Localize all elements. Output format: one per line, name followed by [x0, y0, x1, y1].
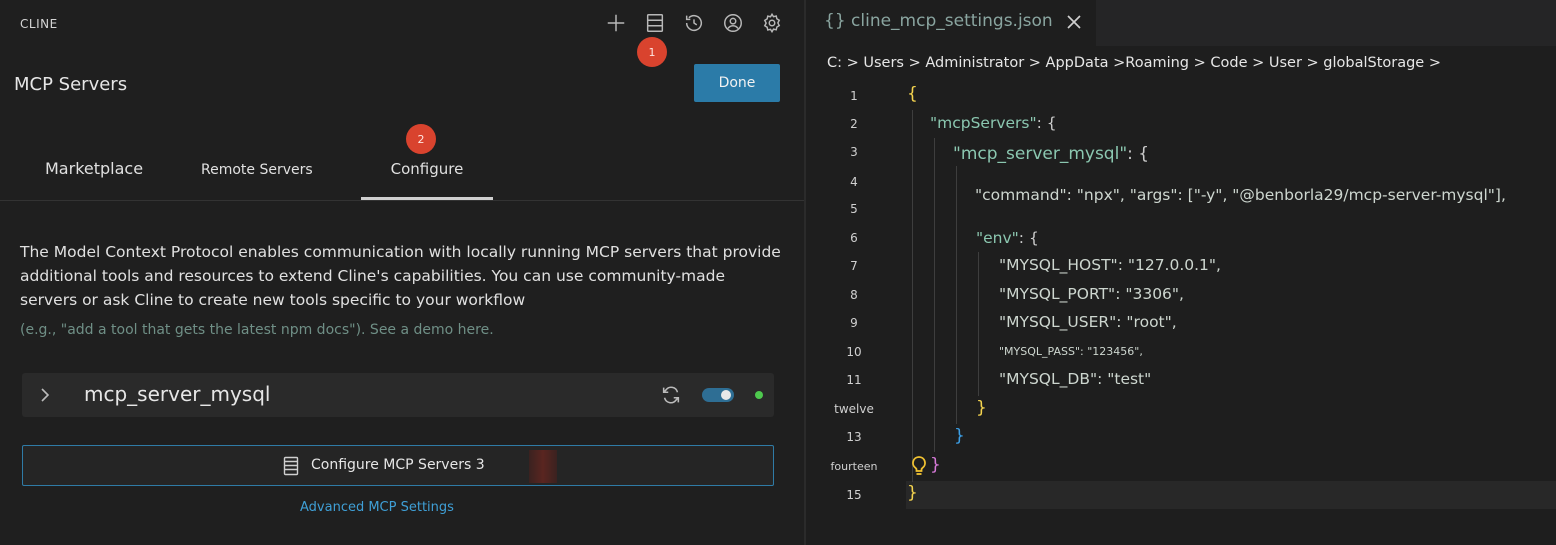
advanced-mcp-settings-link[interactable]: Advanced MCP Settings — [300, 500, 454, 515]
page-title: MCP Servers — [14, 74, 128, 95]
code-brace: } — [907, 483, 918, 503]
code-text: "command": "npx", "args": ["-y", "@benbo… — [975, 186, 1506, 204]
annotation-badge-1: 1 — [637, 37, 667, 67]
code-text: "MYSQL_PASS": "123456", — [999, 345, 1143, 358]
active-tab-indicator — [361, 197, 493, 200]
code-line[interactable]: } — [907, 483, 918, 503]
toolbar — [596, 8, 791, 38]
history-icon[interactable] — [674, 8, 713, 38]
code-line[interactable]: "mcp_server_mysql": { — [953, 144, 1149, 164]
line-number: 8 — [850, 288, 858, 302]
server-name: mcp_server_mysql — [84, 382, 271, 406]
description: The Model Context Protocol enables commu… — [20, 240, 790, 312]
close-icon[interactable] — [1064, 12, 1084, 32]
tab-marketplace[interactable]: Marketplace — [45, 159, 144, 178]
line-number: 3 — [850, 145, 858, 159]
code-value: : "root", — [1116, 313, 1177, 331]
code-line[interactable]: { — [907, 84, 918, 104]
line-number: 5 — [850, 202, 858, 216]
code-line[interactable]: "command": "npx", "args": ["-y", "@benbo… — [975, 186, 1506, 204]
code-line[interactable]: "mcpServers": { — [930, 114, 1057, 132]
editor-tab-name: {} cline_mcp_settings.json — [824, 11, 1053, 31]
line-number: 2 — [850, 117, 858, 131]
code-line[interactable]: "MYSQL_HOST": "127.0.0.1", — [999, 256, 1221, 274]
code-line[interactable]: "MYSQL_PORT": "3306", — [999, 285, 1184, 303]
code-key: "mcpServers" — [930, 114, 1037, 132]
tabs-divider — [0, 200, 804, 201]
refresh-icon[interactable] — [660, 384, 682, 406]
panel-divider — [804, 0, 806, 545]
code-key: "env" — [976, 229, 1019, 247]
cline-panel: CLINE 1 MCP Servers Done Marketplace Rem… — [0, 8, 804, 515]
code-key: "MYSQL_DB" — [999, 370, 1098, 388]
line-number: 15 — [846, 488, 862, 502]
app-title: CLINE — [20, 17, 58, 31]
code-line[interactable]: } — [976, 398, 987, 418]
code-brace: { — [907, 84, 918, 104]
code-brace: } — [930, 455, 941, 475]
code-line[interactable]: "MYSQL_USER": "root", — [999, 313, 1177, 331]
code-brace: } — [976, 398, 987, 418]
code-key: "MYSQL_PORT" — [999, 285, 1116, 303]
description-line: The Model Context Protocol enables commu… — [20, 243, 781, 261]
status-dot — [755, 391, 763, 399]
code-key: "MYSQL_USER" — [999, 313, 1117, 331]
indent-guide — [934, 138, 935, 452]
code-line[interactable]: "env": { — [976, 229, 1039, 247]
code-key: "mcp_server_mysql" — [953, 144, 1128, 164]
line-number: 7 — [850, 259, 858, 273]
breadcrumb[interactable]: C: > Users > Administrator > AppData >Ro… — [827, 55, 1441, 71]
line-number: 11 — [846, 373, 862, 387]
description-line: additional tools and resources to extend… — [20, 267, 726, 285]
line-number: twelve — [834, 402, 874, 416]
line-number: 6 — [850, 231, 858, 245]
line-number: 1 — [850, 89, 858, 103]
server-toggle[interactable] — [702, 388, 734, 402]
done-button[interactable]: Done — [694, 64, 780, 102]
line-number: 4 — [850, 175, 858, 189]
description-line: servers or ask Cline to create new tools… — [20, 291, 526, 309]
code-punct: : { — [1127, 144, 1150, 164]
code-key: "MYSQL_HOST" — [999, 256, 1118, 274]
server-row[interactable]: mcp_server_mysql — [22, 373, 774, 417]
code-brace: } — [954, 426, 965, 446]
example-text: (e.g., "add a tool that gets the latest … — [20, 322, 494, 338]
editor-tab[interactable]: {} cline_mcp_settings.json — [806, 0, 1096, 46]
indent-guide — [912, 110, 913, 482]
code-punct: : { — [1036, 114, 1057, 132]
gear-icon[interactable] — [752, 8, 791, 38]
code-value: : "test" — [1097, 370, 1152, 388]
current-line-highlight — [906, 481, 1556, 509]
line-number: 9 — [850, 316, 858, 330]
code-line[interactable]: } — [930, 455, 941, 475]
code-punct: : { — [1018, 229, 1039, 247]
line-number: fourteen — [830, 460, 878, 473]
servers-icon — [283, 456, 299, 476]
code-line[interactable]: } — [954, 426, 965, 446]
code-value: : "3306", — [1115, 285, 1184, 303]
editor-panel: {} cline_mcp_settings.json C: > Users > … — [806, 0, 1556, 545]
code-value: : "127.0.0.1", — [1117, 256, 1221, 274]
lightbulb-icon[interactable] — [910, 455, 928, 477]
toggle-knob — [721, 390, 731, 400]
redacted-mark — [529, 450, 557, 483]
configure-mcp-servers-button[interactable]: Configure MCP Servers 3 — [22, 445, 774, 486]
plus-icon[interactable] — [596, 8, 635, 38]
editor-tab-bar: {} cline_mcp_settings.json — [806, 0, 1556, 46]
configure-button-label: Configure MCP Servers 3 — [311, 457, 485, 473]
line-number: 13 — [846, 430, 862, 444]
annotation-badge-2: 2 — [406, 124, 436, 154]
indent-guide — [978, 252, 979, 396]
code-line[interactable]: "MYSQL_PASS": "123456", — [999, 345, 1143, 358]
tab-configure[interactable]: Configure — [390, 160, 464, 178]
account-icon[interactable] — [713, 8, 752, 38]
tab-remote-servers[interactable]: Remote Servers — [201, 162, 313, 178]
indent-guide — [956, 166, 957, 424]
line-number: 10 — [846, 345, 862, 359]
servers-icon[interactable] — [635, 8, 674, 38]
code-line[interactable]: "MYSQL_DB": "test" — [999, 370, 1151, 388]
chevron-right-icon[interactable] — [36, 385, 54, 405]
